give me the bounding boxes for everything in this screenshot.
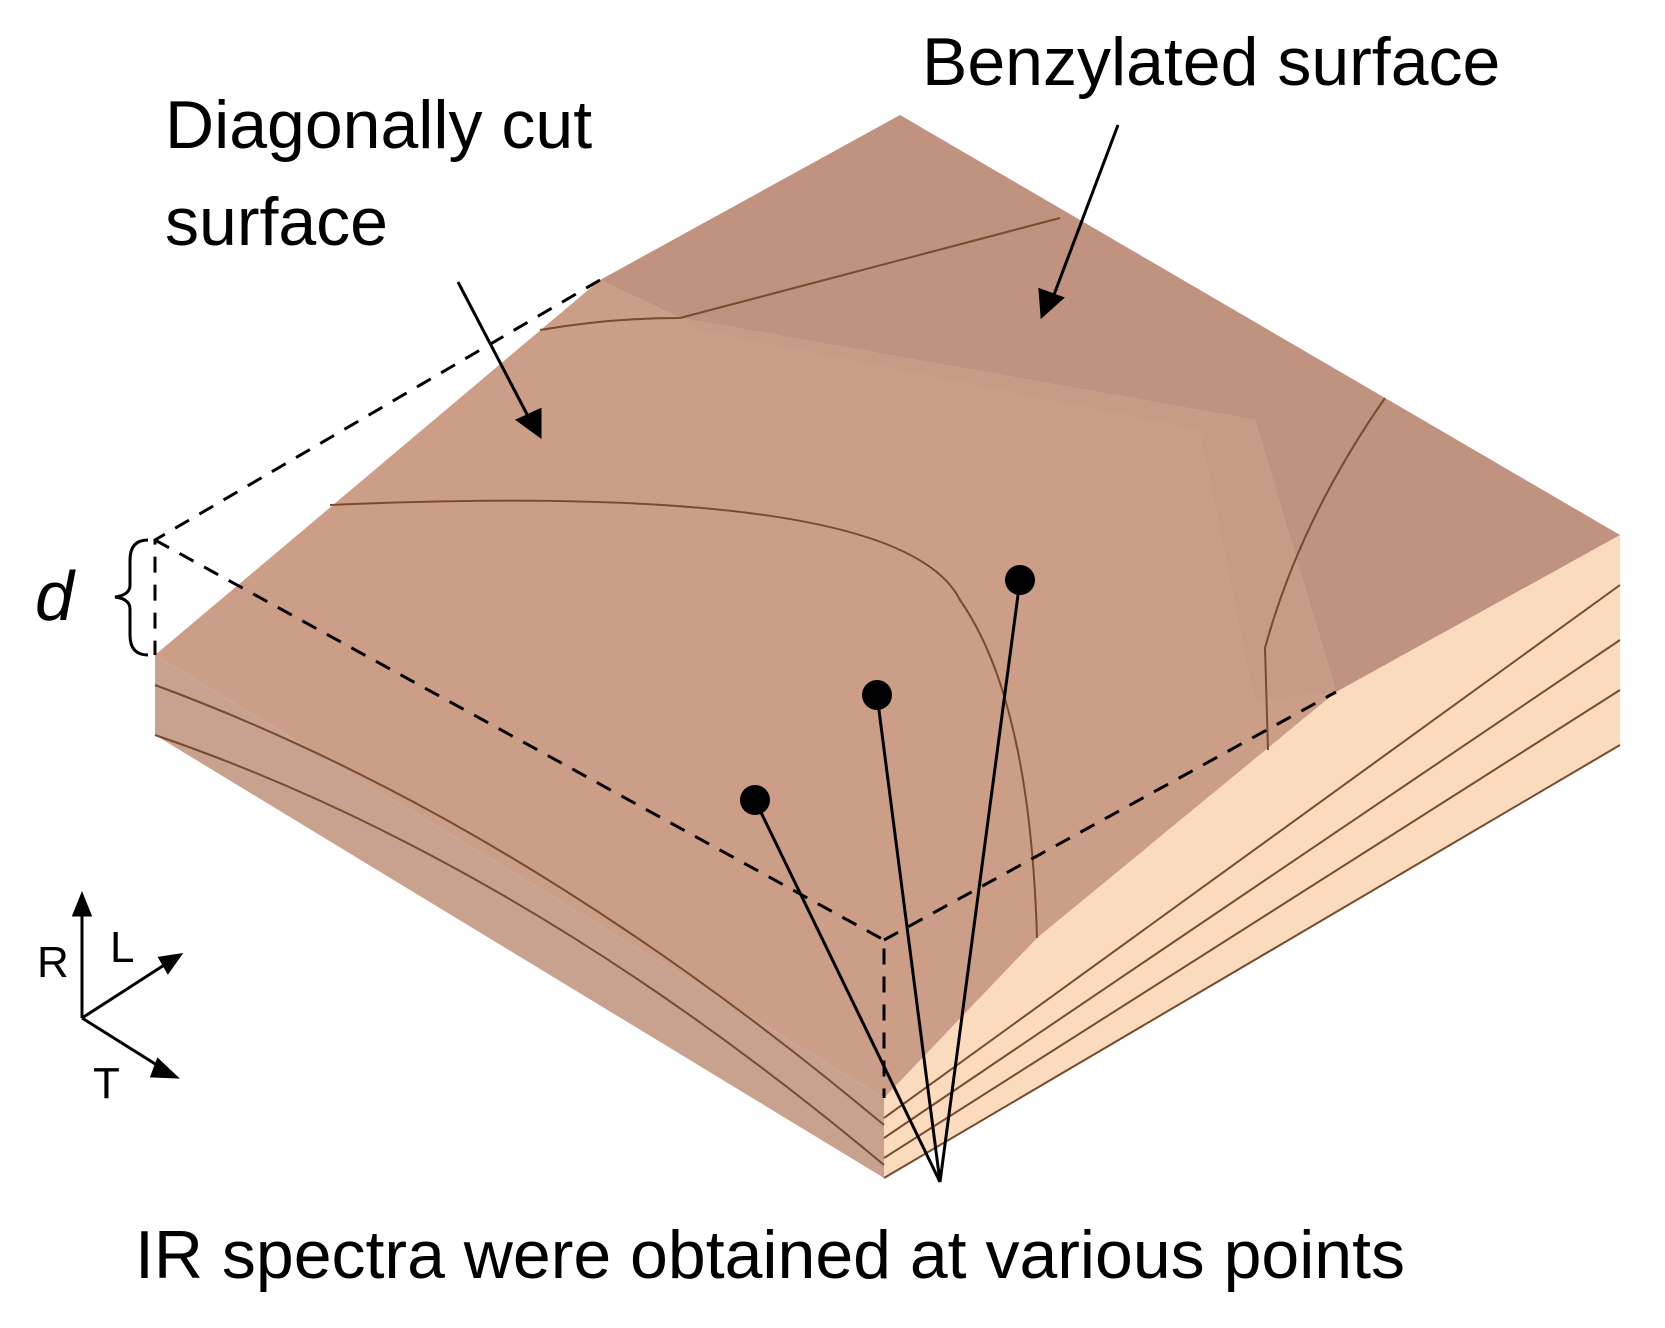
axis-label-longitudinal: L: [110, 923, 134, 972]
radial-arrowhead: [71, 890, 93, 917]
growth-line-left-1: [154, 684, 885, 1126]
tangential-arrowhead: [149, 1057, 180, 1079]
diagonally-cut-surface: [155, 280, 1336, 1098]
axis-label-radial: R: [37, 938, 69, 987]
surface-transition-band: [680, 318, 1336, 700]
block-left-side-face: [155, 655, 884, 1178]
growth-line-right: [1263, 397, 1386, 751]
depth-label: d: [35, 557, 76, 635]
block-right-cut-face: [884, 535, 1620, 1178]
diagonally-cut-label-line1: Diagonally cut: [165, 87, 592, 163]
diagonally-cut-label-line2: surface: [165, 184, 388, 260]
axis-label-tangential: T: [93, 1059, 120, 1108]
pointer-arrows: [456, 124, 1120, 439]
depth-bracket: [114, 538, 149, 657]
layer-line-right-2: [883, 639, 1621, 1139]
growth-line-top-back: [539, 217, 1061, 331]
ir-spectra-caption: IR spectra were obtained at various poin…: [135, 1217, 1405, 1293]
ir-measurement-point: [1005, 565, 1035, 595]
growth-line-top-front: [329, 499, 1038, 939]
ir-measurement-point: [740, 785, 770, 815]
growth-line-left-2: [154, 734, 885, 1166]
layer-line-right-4: [883, 744, 1621, 1179]
benzylated-surface-face: [600, 115, 1620, 692]
benzylated-surface-label: Benzylated surface: [922, 24, 1500, 100]
removed-volume-outline: [153, 278, 1337, 1098]
layer-line-right-3: [883, 689, 1621, 1159]
longitudinal-arrowhead: [157, 952, 184, 975]
layer-line-right-1: [883, 584, 1621, 1119]
axis-triad: [71, 890, 184, 1079]
ir-measurement-point: [862, 680, 892, 710]
ir-leader-lines: [753, 579, 1022, 1183]
